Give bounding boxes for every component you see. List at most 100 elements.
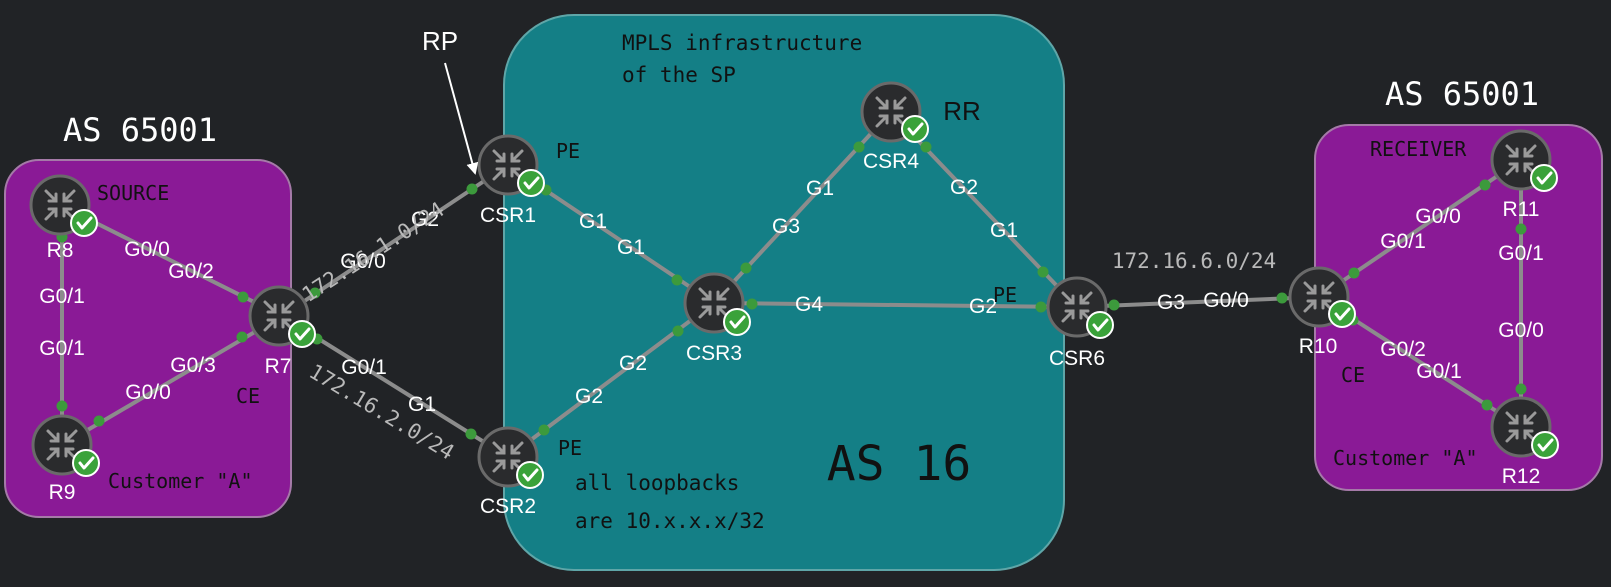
port-dot (56, 400, 68, 412)
router-csr1[interactable]: CSR1 (477, 134, 545, 227)
status-ok-icon (288, 320, 316, 348)
iface-label: G1 (579, 210, 607, 233)
ports-layer (56, 141, 1527, 440)
left-role-label: SOURCE (97, 181, 169, 205)
port-dot (920, 141, 932, 153)
status-ok-icon (72, 449, 100, 477)
iface-label: G0/1 (1498, 242, 1544, 265)
iface-label: G0/0 (1203, 289, 1249, 312)
status-ok-icon (1531, 431, 1559, 459)
status-ok-icon (517, 169, 545, 197)
router-arrows-icon (1303, 281, 1335, 313)
port-dot (671, 274, 683, 286)
iface-label: G0/0 (340, 250, 386, 273)
status-ok-icon (901, 115, 929, 143)
pe-label-csr2: PE (558, 436, 582, 460)
port-dot (746, 298, 758, 310)
router-r10[interactable]: R10 (1288, 266, 1356, 358)
router-arrows-icon (698, 287, 730, 319)
pe-label-csr6: PE (993, 283, 1017, 307)
router-label: CSR2 (480, 495, 536, 518)
iface-label: G2 (950, 176, 978, 199)
port-dot (672, 325, 684, 337)
subnet-label-csr6-r10: 172.16.6.0/24 (1112, 249, 1276, 273)
iface-label: G0/0 (125, 381, 171, 404)
iface-label: G2 (575, 385, 603, 408)
port-dot (740, 262, 752, 274)
iface-label: G0/2 (168, 260, 214, 283)
iface-label: G1 (806, 177, 834, 200)
port-dot (1035, 301, 1047, 313)
iface-label: G0/1 (341, 356, 387, 379)
router-csr6[interactable]: CSR6 (1046, 276, 1114, 370)
port-dot (309, 287, 321, 299)
iface-label: G1 (408, 393, 436, 416)
sp-note-line1: all loopbacks (575, 471, 739, 495)
port-dot (1515, 383, 1527, 395)
subnet-label-r7-csr1: 172.16.1.0/24 (298, 197, 449, 307)
iface-label: G0/0 (124, 238, 170, 261)
right-customer-region (1314, 124, 1603, 491)
port-dot (1515, 223, 1527, 235)
port-dot (1108, 299, 1120, 311)
port-dot (466, 183, 478, 195)
router-label: R10 (1299, 335, 1338, 358)
right-customer-label: Customer "A" (1333, 446, 1478, 470)
router-csr3[interactable]: CSR3 (683, 272, 751, 365)
right-as-title: AS 65001 (1385, 75, 1539, 113)
router-r9[interactable]: R9 (31, 414, 100, 504)
sp-note-line2: are 10.x.x.x/32 (575, 509, 765, 533)
router-arrows-icon (1061, 291, 1093, 323)
iface-label: G0/2 (1380, 338, 1426, 361)
port-dot (237, 291, 249, 303)
iface-label: G0/0 (1498, 319, 1544, 342)
router-csr4[interactable]: CSR4 (860, 81, 929, 173)
router-r12[interactable]: R12 (1490, 396, 1559, 488)
router-label: CSR4 (863, 150, 919, 173)
port-dot (1276, 292, 1288, 304)
router-arrows-icon (492, 441, 524, 473)
link-csr3-csr6 (713, 301, 1078, 309)
router-label: R8 (47, 239, 74, 262)
iface-label: G0/1 (39, 285, 85, 308)
router-r8[interactable]: R8 (29, 174, 98, 262)
port-dot (236, 331, 248, 343)
router-label: R7 (265, 355, 292, 378)
iface-label: G2 (969, 295, 997, 318)
sp-title-line1: MPLS infrastructure (622, 31, 862, 55)
router-label: R12 (1502, 465, 1541, 488)
router-arrows-icon (1505, 411, 1537, 443)
router-r7[interactable]: R7 (248, 285, 316, 378)
iface-label: G4 (795, 293, 823, 316)
router-label: CSR6 (1049, 347, 1105, 370)
iface-label: G3 (772, 215, 800, 238)
iface-label: G3 (1157, 291, 1185, 314)
port-dot (538, 424, 550, 436)
iface-label: G1 (617, 236, 645, 259)
right-role-label: RECEIVER (1370, 137, 1467, 161)
left-ce-label: CE (236, 384, 260, 408)
port-dot (465, 428, 477, 440)
rp-label: RP (422, 26, 458, 56)
port-dot (1348, 267, 1360, 279)
router-csr2[interactable]: CSR2 (477, 426, 544, 518)
status-ok-icon (1530, 164, 1558, 192)
sp-title-line2: of the SP (622, 63, 736, 87)
iface-label: G0/1 (39, 337, 85, 360)
router-r11[interactable]: R11 (1490, 129, 1558, 221)
iface-label: G2 (411, 208, 439, 231)
status-ok-icon (1328, 300, 1356, 328)
port-dot (1037, 266, 1049, 278)
status-ok-icon (516, 461, 544, 489)
rp-arrow (444, 62, 479, 175)
port-dot (853, 141, 865, 153)
left-as-title: AS 65001 (63, 111, 217, 149)
port-dot (93, 415, 105, 427)
status-ok-icon (723, 308, 751, 336)
router-label: CSR3 (686, 342, 742, 365)
left-customer-label: Customer "A" (108, 469, 253, 493)
router-arrows-icon (875, 96, 907, 128)
port-dot (1481, 399, 1493, 411)
right-ce-label: CE (1341, 363, 1365, 387)
